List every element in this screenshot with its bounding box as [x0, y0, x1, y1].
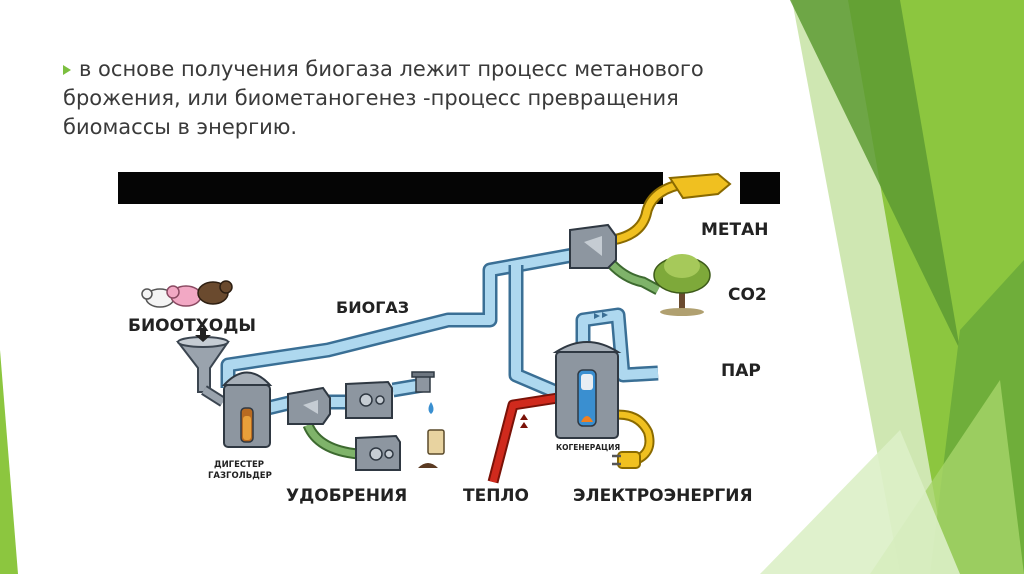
down-arrow-icon [195, 328, 211, 342]
label-heat: ТЕПЛО [463, 486, 529, 506]
label-gasholder: ГАЗГОЛЬДЕР [208, 471, 272, 481]
heat-pipe [489, 394, 559, 483]
flame-icon [581, 416, 593, 422]
cogeneration-tank [552, 341, 622, 439]
biogas-branch-pipe [511, 265, 565, 400]
paragraph-text: в основе получения биогаза лежит процесс… [63, 57, 704, 139]
label-co2: CO2 [728, 285, 767, 305]
fertilizer-bag-icon [427, 429, 445, 455]
water-tap-icon [411, 371, 435, 414]
waste-funnel [175, 328, 230, 407]
plug-icon [612, 451, 641, 469]
gas-purifier [569, 223, 617, 269]
steam-pipe [578, 310, 659, 380]
biogas-pipe [223, 250, 574, 388]
label-methane: МЕТАН [701, 220, 769, 240]
bullet-arrow-icon [63, 55, 71, 84]
water-treatment-unit [345, 380, 393, 419]
diagram-header-bar [118, 172, 663, 204]
label-cogeneration: КОГЕНЕРАЦИЯ [556, 443, 620, 452]
tree-icon [653, 254, 711, 316]
electric-cable [612, 411, 653, 463]
label-electricity: ЭЛЕКТРОЭНЕРГИЯ [573, 486, 753, 506]
fertilizer-unit [355, 429, 445, 471]
methane-hose [612, 181, 679, 244]
label-digester: ДИГЕСТЕР [214, 460, 264, 470]
diagram-header-bar-right [740, 172, 780, 204]
digester-tank [221, 371, 273, 448]
slide-paragraph: в основе получения биогаза лежит процесс… [63, 55, 763, 142]
label-steam: ПАР [721, 361, 761, 381]
label-fertilizers: УДОБРЕНИЯ [286, 486, 407, 506]
label-biowaste: БИООТХОДЫ [128, 316, 256, 336]
fuel-nozzle-icon [668, 172, 732, 200]
gas-separator [287, 386, 331, 425]
biogas-diagram: БИООТХОДЫ БИОГАЗ МЕТАН CO2 ПАР ДИГЕСТЕР … [118, 172, 780, 506]
farm-animals-icon [141, 280, 233, 308]
label-biogas: БИОГАЗ [336, 298, 409, 317]
